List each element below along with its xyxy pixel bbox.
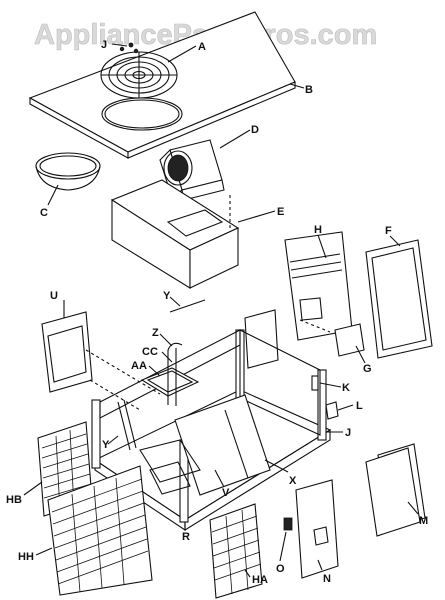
part-housing xyxy=(110,179,240,289)
part-louvre-hh xyxy=(47,465,153,596)
label-u: U xyxy=(50,290,58,302)
part-bracket-k xyxy=(311,375,319,391)
label-hb: HB xyxy=(6,494,22,506)
part-side-panel-u xyxy=(41,311,93,393)
label-l: L xyxy=(356,400,363,412)
label-m: M xyxy=(419,515,428,527)
leader-lines xyxy=(23,43,419,578)
label-d: D xyxy=(251,124,259,136)
part-strip xyxy=(169,299,206,313)
part-panel-m xyxy=(365,447,421,537)
fan-grille xyxy=(100,51,178,99)
label-n: N xyxy=(323,573,331,585)
label-y-top: Y xyxy=(163,290,171,302)
part-panel-h xyxy=(284,231,353,341)
part-door-n xyxy=(295,479,339,579)
label-h: H xyxy=(314,224,322,236)
label-aa: AA xyxy=(131,360,147,372)
label-g: G xyxy=(363,363,372,375)
orifice-ring xyxy=(101,97,183,131)
label-j-top: J xyxy=(101,39,107,51)
part-switch-o xyxy=(283,517,293,531)
part-ring-basin xyxy=(35,152,101,191)
part-small-box xyxy=(325,401,339,420)
part-filter-frame xyxy=(365,239,433,359)
label-hh: HH xyxy=(18,551,34,563)
label-z: Z xyxy=(152,327,159,339)
part-top-panel xyxy=(28,11,296,159)
label-y-left: Y xyxy=(102,439,110,451)
label-ha: HA xyxy=(252,574,268,586)
label-a: A xyxy=(198,41,206,53)
part-small-plate xyxy=(334,323,365,357)
label-x: X xyxy=(289,475,297,487)
label-f: F xyxy=(385,225,392,237)
label-v: V xyxy=(222,487,230,499)
label-e: E xyxy=(277,206,284,218)
guide-lines xyxy=(85,195,331,411)
label-b: B xyxy=(305,84,313,96)
label-c: C xyxy=(40,207,48,219)
part-labels: J A B D C E H F Y U Z CC AA G K L J Y HB… xyxy=(6,39,428,586)
label-r: R xyxy=(182,531,190,543)
label-k: K xyxy=(342,382,350,394)
label-j-right: J xyxy=(345,427,351,439)
label-cc: CC xyxy=(142,346,158,358)
part-louvre-ha xyxy=(209,503,263,599)
label-o: O xyxy=(276,563,285,575)
